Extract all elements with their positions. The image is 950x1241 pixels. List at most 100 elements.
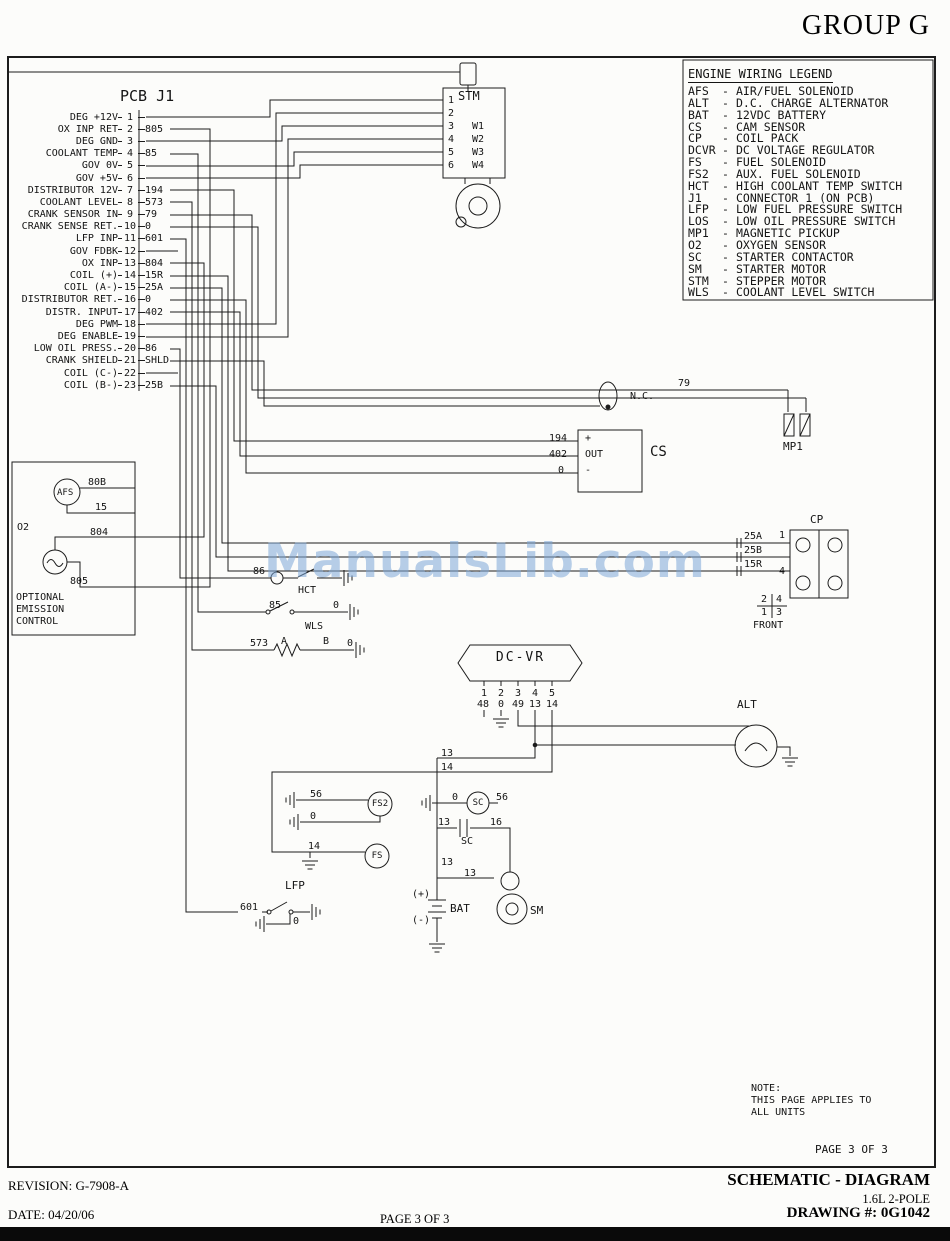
pin-label: DEG GND: [75, 135, 118, 147]
cp-cylinder-1: 1: [761, 607, 768, 618]
pin-tick: [138, 311, 145, 313]
cp-front-label: FRONT: [753, 620, 784, 631]
wire-0-label: 0: [310, 811, 317, 822]
sm-label: SM: [530, 904, 544, 917]
dcvr-pin: 1: [481, 688, 488, 699]
pin-tick: [138, 214, 145, 216]
bottom-scan-bar: [0, 1227, 950, 1241]
wire-573-label: 573: [250, 638, 269, 649]
wire-601-label: 601: [240, 902, 259, 913]
pin-wire: 194: [145, 184, 164, 196]
stm-winding: W1: [472, 121, 485, 132]
coil-pack-symbol: [736, 529, 849, 618]
pin-label: LFP INP: [75, 233, 118, 245]
pin-tick: [138, 201, 145, 203]
cs-plus-terminal: +: [585, 433, 592, 444]
pin-wire: 573: [145, 196, 164, 208]
wire-56-label: 56: [496, 792, 509, 803]
pin-number: 2: [126, 123, 134, 135]
pin-label: CRANK SENSE RET.: [21, 221, 118, 233]
pin-number: 19: [123, 330, 137, 342]
bat-label: BAT: [450, 902, 470, 915]
stm-winding: W3: [472, 147, 485, 158]
dcvr-pin: 2: [498, 688, 505, 699]
pin-wire: 0: [145, 221, 152, 233]
wire-16-label: 16: [490, 817, 503, 828]
fs-label: FS: [371, 851, 383, 861]
sc-coil-label: SC: [472, 798, 484, 808]
magnetic-pickup-symbol: [783, 413, 811, 437]
pin-wire: 79: [145, 209, 158, 221]
pin-wire: 86: [145, 343, 158, 355]
wire-194-label: 194: [549, 433, 568, 444]
lfp-label: LFP: [285, 879, 305, 892]
wire-25a-label: 25A: [744, 531, 763, 542]
pcb-j1-title: PCB J1: [120, 87, 175, 105]
pin-number: 14: [123, 270, 137, 282]
pin-number: 9: [126, 209, 134, 221]
top-rail-and-plug: [8, 62, 477, 92]
wire-0-label: 0: [347, 638, 354, 649]
legend-desc: COOLANT LEVEL SWITCH: [736, 285, 875, 300]
pin-tick: [138, 372, 145, 374]
pin-wire: 601: [145, 233, 164, 245]
pin-number: 21: [123, 355, 137, 367]
test-point-a-label: A: [281, 636, 288, 647]
alternator-symbol: [734, 724, 791, 768]
starter-motor-symbol: [496, 893, 528, 925]
page-title: GROUP G: [801, 10, 930, 41]
pin-tick: [138, 250, 145, 252]
fs2-label: FS2: [371, 799, 389, 809]
wire-15-label: 15: [95, 502, 108, 513]
wire-13-label: 13: [438, 817, 451, 828]
pin-label: GOV 0V: [81, 160, 118, 172]
stm-pin: 6: [448, 160, 455, 171]
starter-contactor-symbol: [500, 871, 520, 891]
pin-number: 1: [126, 111, 134, 123]
pin-number: 5: [126, 160, 134, 172]
cs-minus-terminal: -: [585, 465, 592, 476]
pin-label: DISTR. INPUT: [45, 306, 118, 318]
cp-label: CP: [810, 513, 824, 526]
cp-terminal-1: 1: [779, 530, 786, 541]
pin-wire: SHLD: [145, 355, 170, 367]
stm-pin: 1: [448, 95, 455, 106]
pcb-pin-row: GOV 0V 5: [18, 160, 185, 172]
dcvr-pin: 3: [515, 688, 522, 699]
afs-label: AFS: [57, 488, 74, 498]
cs-label: CS: [650, 444, 667, 460]
legend-abbr: WLS: [688, 285, 709, 300]
pin-number: 4: [126, 148, 134, 160]
pin-tick: [138, 226, 145, 228]
pin-wire: 25B: [145, 379, 164, 391]
pin-label: COOLANT LEVEL: [39, 196, 118, 208]
pin-number: 17: [123, 306, 137, 318]
pin-label: COIL (A-): [63, 282, 118, 294]
dc-voltage-regulator-symbol: [271, 644, 749, 853]
pin-number: 13: [123, 257, 137, 269]
cp-terminal-4: 4: [779, 566, 786, 577]
wire-0-label: 0: [558, 465, 565, 476]
wire-15r-label: 15R: [744, 559, 763, 570]
pin-number: 22: [123, 367, 137, 379]
nc-sensor-symbol: [598, 381, 618, 411]
dcvr-wire: 0: [498, 699, 505, 710]
dcvr-wire: 48: [477, 699, 490, 710]
dcvr-pin: 5: [549, 688, 556, 699]
footer-revision: REVISION: G-7908-A: [8, 1178, 129, 1193]
stm-winding: W2: [472, 134, 485, 145]
pin-label: DEG PWM: [75, 318, 118, 330]
engine-wiring-legend: ENGINE WIRING LEGEND AFS-AIR/FUEL SOLENO…: [688, 63, 930, 299]
pin-number: 10: [123, 221, 137, 233]
pin-number: 3: [126, 135, 134, 147]
pin-number: 15: [123, 282, 137, 294]
legend-title: ENGINE WIRING LEGEND: [688, 67, 833, 83]
pin-label: CRANK SHIELD: [45, 355, 118, 367]
dcvr-wire: 14: [546, 699, 559, 710]
pin-tick: [138, 238, 145, 240]
footer-drawing-number: DRAWING #: 0G1042: [786, 1205, 930, 1221]
o2-label: O2: [17, 522, 30, 533]
